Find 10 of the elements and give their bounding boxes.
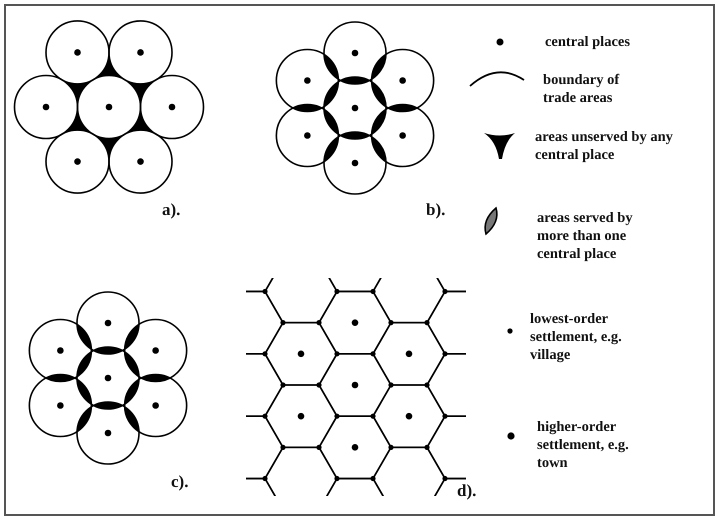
- legend-label: higher-order settlement, e.g. town: [537, 418, 630, 472]
- legend-label: boundary of trade areas: [543, 71, 620, 107]
- panel-label: b).: [426, 201, 446, 219]
- legend-label: areas unserved by any central place: [535, 128, 674, 164]
- legend-label: areas served by more than one central place: [537, 209, 634, 263]
- legend-label: central places: [545, 33, 631, 51]
- legend-label: lowest-order settlement, e.g. village: [530, 310, 623, 364]
- panel-label: d).: [457, 482, 476, 500]
- panel-label: a).: [162, 201, 180, 219]
- panel-label: c).: [171, 473, 188, 491]
